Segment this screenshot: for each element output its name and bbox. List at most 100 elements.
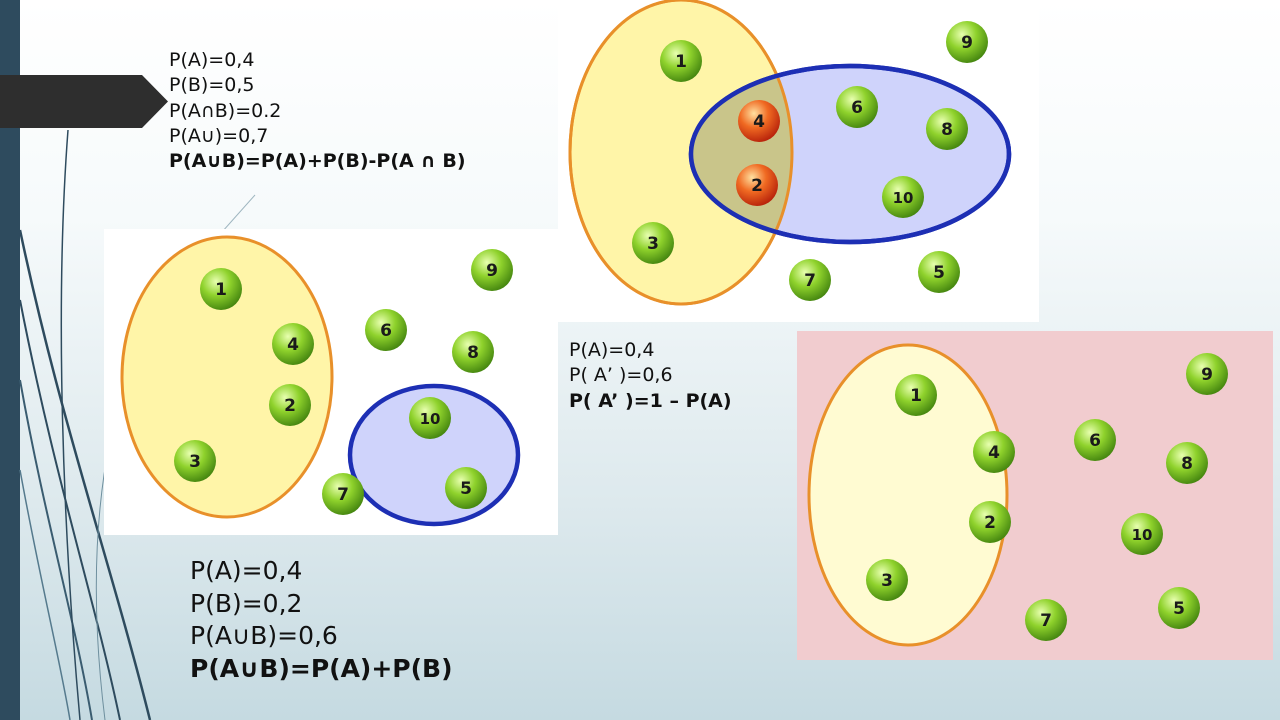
ball-number-label: 10 (893, 189, 914, 207)
prob-a-line: P(A)=0,4 (190, 556, 303, 585)
ball-circle (882, 176, 924, 218)
ball-number-label: 6 (851, 98, 863, 118)
set-a-ellipse (120, 235, 334, 519)
ball-4: 4 (738, 100, 780, 142)
ball-circle (969, 501, 1011, 543)
ball-5: 5 (1158, 587, 1200, 629)
venn-disjoint-sets: 1 4 2 3 6 9 8 10 5 7 (104, 229, 558, 535)
prob-a-line: P(A)=0,4 (169, 49, 255, 71)
ball-number-label: 2 (284, 396, 296, 416)
ball-10: 10 (409, 397, 451, 439)
ball-3: 3 (632, 222, 674, 264)
ball-circle (452, 331, 494, 373)
ball-number-label: 3 (189, 452, 201, 472)
disjoint-formulas-block: P(A)=0,4 P(B)=0,2 P(A∪B)=0,6 P(A∪B)=P(A)… (190, 555, 453, 685)
ball-circle (269, 384, 311, 426)
ball-6: 6 (1074, 419, 1116, 461)
prob-b-line: P(B)=0,2 (190, 588, 303, 618)
ball-circle (445, 467, 487, 509)
decorative-curves (18, 129, 256, 720)
ball-circle (1186, 353, 1228, 395)
ball-number-label: 1 (675, 52, 687, 72)
ball-2: 2 (736, 164, 778, 206)
ball-9: 9 (471, 249, 513, 291)
ball-number-label: 8 (467, 343, 479, 363)
ball-3: 3 (866, 559, 908, 601)
ball-5: 5 (445, 467, 487, 509)
ball-number-label: 9 (961, 33, 973, 53)
venn-overlapping-sets: 1 4 2 3 6 8 10 7 5 9 (558, 0, 1039, 322)
prob-b-line: P(B)=0,5 (169, 74, 255, 97)
ball-circle (471, 249, 513, 291)
ball-7: 7 (322, 473, 364, 515)
prob-union-line: P(A∪)=0,7 (169, 124, 269, 147)
ball-circle (973, 431, 1015, 473)
ball-circle (836, 86, 878, 128)
ball-number-label: 2 (751, 176, 763, 196)
ball-number-label: 8 (1181, 454, 1193, 474)
ball-circle (926, 108, 968, 150)
ball-5: 5 (918, 251, 960, 293)
ball-4: 4 (272, 323, 314, 365)
ball-number-label: 9 (1201, 365, 1213, 385)
ball-number-label: 6 (380, 321, 392, 341)
ball-8: 8 (1166, 442, 1208, 484)
prob-complement-line: P( A’ )=0,6 (569, 364, 673, 387)
ball-circle (789, 259, 831, 301)
ball-number-label: 3 (881, 571, 893, 591)
ball-number-label: 1 (215, 280, 227, 300)
ball-2: 2 (969, 501, 1011, 543)
ball-circle (1166, 442, 1208, 484)
ball-9: 9 (946, 21, 988, 63)
ball-1: 1 (660, 40, 702, 82)
ball-1: 1 (895, 374, 937, 416)
ball-circle (866, 559, 908, 601)
prob-a-line: P(A)=0,4 (569, 339, 655, 361)
ball-circle (200, 268, 242, 310)
ball-number-label: 7 (1040, 611, 1052, 631)
ball-number-label: 1 (910, 386, 922, 406)
ball-number-label: 4 (753, 112, 765, 132)
set-a-ellipse (807, 343, 1009, 647)
ball-circle (365, 309, 407, 351)
ball-7: 7 (1025, 599, 1067, 641)
arrow-tab-shape (0, 75, 168, 128)
ball-circle (174, 440, 216, 482)
addition-rule-formula: P(A∪B)=P(A)+P(B)-P(A ∩ B) (169, 150, 466, 173)
ball-1: 1 (200, 268, 242, 310)
ball-number-label: 5 (933, 263, 945, 283)
prob-intersection-line: P(A∩B)=0.2 (169, 99, 282, 122)
ball-6: 6 (836, 86, 878, 128)
ball-circle (660, 40, 702, 82)
ball-10: 10 (882, 176, 924, 218)
ball-circle (272, 323, 314, 365)
ball-number-label: 9 (486, 261, 498, 281)
ball-number-label: 8 (941, 120, 953, 140)
ball-number-label: 6 (1089, 431, 1101, 451)
ball-3: 3 (174, 440, 216, 482)
ball-circle (895, 374, 937, 416)
ball-number-label: 10 (1132, 526, 1153, 544)
ball-number-label: 4 (988, 443, 1000, 463)
prob-union-line: P(A∪B)=0,6 (190, 621, 338, 650)
ball-8: 8 (452, 331, 494, 373)
ball-circle (946, 21, 988, 63)
ball-circle (632, 222, 674, 264)
ball-6: 6 (365, 309, 407, 351)
ball-circle (1121, 513, 1163, 555)
ball-circle (738, 100, 780, 142)
ball-number-label: 7 (337, 485, 349, 505)
ball-number-label: 10 (420, 410, 441, 428)
disjoint-addition-formula: P(A∪B)=P(A)+P(B) (190, 653, 453, 683)
ball-2: 2 (269, 384, 311, 426)
ball-circle (918, 251, 960, 293)
ball-8: 8 (926, 108, 968, 150)
ball-7: 7 (789, 259, 831, 301)
ball-number-label: 2 (984, 513, 996, 533)
ball-number-label: 4 (287, 335, 299, 355)
ball-4: 4 (973, 431, 1015, 473)
ball-circle (1025, 599, 1067, 641)
ball-circle (409, 397, 451, 439)
complement-formulas-block: P(A)=0,4 P( A’ )=0,6 P( A’ )=1 – P(A) (569, 338, 732, 414)
ball-circle (1158, 587, 1200, 629)
